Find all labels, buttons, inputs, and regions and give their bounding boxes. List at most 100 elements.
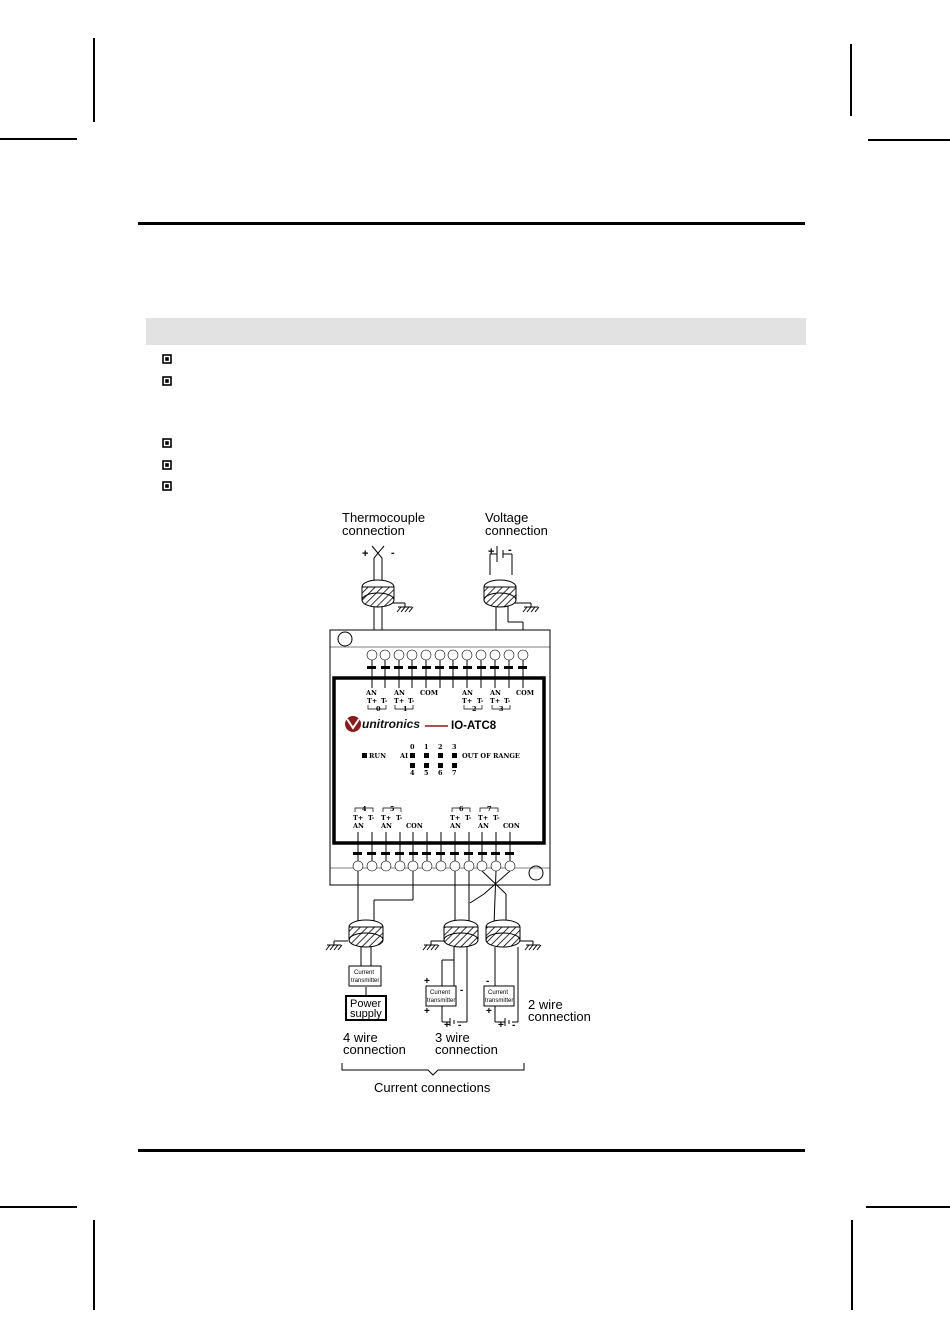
top-term-tminus-0: T- — [381, 697, 388, 705]
current-wiring — [325, 870, 542, 1076]
ai-label: AI — [399, 752, 408, 760]
module-front-panel — [332, 676, 546, 845]
mounting-hole-icon — [337, 631, 353, 647]
crop-mark — [851, 1220, 853, 1310]
run-led-icon — [362, 753, 367, 758]
bottom-term-an-7: AN — [477, 822, 489, 830]
crop-mark — [868, 139, 950, 141]
thermocouple-label-line1: Thermocouple — [342, 510, 425, 525]
power-supply-line1: Power — [350, 998, 382, 1010]
bottom-channel-brackets — [354, 807, 499, 812]
current-connections-label: Current connections — [374, 1080, 491, 1095]
bottom-terminal-row — [352, 860, 516, 872]
four-wire-label-line1: 4 wire — [343, 1030, 378, 1045]
unitronics-logo-icon — [345, 716, 361, 732]
top-term-an-2: AN — [461, 689, 473, 697]
bottom-term-channel-4: 4 — [362, 805, 367, 813]
thermocouple-label-line2: connection — [342, 523, 405, 538]
top-term-tplus-2: T+ — [462, 697, 472, 705]
svg-text:+: + — [424, 976, 430, 987]
shield-ferrite-4wire-bottom — [348, 932, 384, 948]
bottom-term-tminus-4: T- — [368, 814, 375, 822]
shield-ferrite-3wire-bottom — [443, 932, 479, 948]
model-name: IO-ATC8 — [451, 720, 497, 732]
shield-ferrite-2wire-bottom — [485, 932, 521, 948]
crop-mark — [93, 1220, 95, 1310]
mounting-hole-icon — [528, 865, 544, 881]
led-number-7: 7 — [452, 769, 457, 777]
svg-text:+: + — [362, 548, 368, 560]
svg-text:-: - — [512, 1020, 515, 1031]
channel-leds — [410, 753, 457, 768]
two-wire-label-line1: 2 wire — [528, 997, 563, 1012]
transmitter-3wire-line1: Current — [430, 990, 450, 996]
bottom-term-tminus-5: T- — [396, 814, 403, 822]
bottom-term-channel-7: 7 — [487, 805, 492, 813]
top-term-tminus-3: T- — [504, 697, 511, 705]
run-label: RUN — [369, 752, 386, 760]
svg-text:-: - — [458, 1020, 461, 1031]
top-pin-stems — [371, 669, 524, 688]
top-term-an-0: AN — [365, 689, 377, 697]
four-wire-label-line2: connection — [343, 1042, 406, 1057]
transmitter-4wire-line2: transmitter — [351, 978, 379, 984]
current-transmitter-4wire — [348, 965, 382, 987]
three-wire-label-line2: connection — [435, 1042, 498, 1057]
svg-text:+: + — [424, 1006, 430, 1017]
brand-name: unitronics — [362, 717, 420, 731]
top-term-com-a: COM — [420, 689, 438, 697]
shield-ferrite-voltage-bottom — [483, 592, 517, 608]
top-term-tplus-3: T+ — [490, 697, 500, 705]
section-heading-band — [146, 318, 806, 345]
bottom-term-an-6: AN — [449, 822, 461, 830]
top-terminal-pins — [367, 666, 527, 669]
three-wire-label-line1: 3 wire — [435, 1030, 470, 1045]
bottom-term-an-4: AN — [352, 822, 364, 830]
crop-mark — [0, 1206, 77, 1208]
bottom-term-an-5: AN — [380, 822, 392, 830]
bottom-term-tminus-6: T- — [465, 814, 472, 822]
two-wire-label-line2: connection — [528, 1009, 591, 1024]
top-term-tminus-1: T- — [408, 697, 415, 705]
crop-mark — [0, 138, 77, 140]
bottom-term-tminus-7: T- — [493, 814, 500, 822]
crop-mark — [93, 38, 95, 122]
power-supply-box — [345, 995, 387, 1021]
top-term-tplus-1: T+ — [394, 697, 404, 705]
out-of-range-label: OUT OF RANGE — [462, 752, 520, 760]
shield-ferrite-thermocouple-bottom — [361, 592, 395, 608]
top-term-tminus-2: T- — [477, 697, 484, 705]
bullet-icon — [162, 438, 172, 448]
svg-text:-: - — [508, 544, 512, 556]
bottom-term-tplus-5: T+ — [381, 814, 391, 822]
bullet-icon — [162, 460, 172, 470]
bottom-pin-stems — [357, 832, 511, 852]
bottom-term-com-a: CON — [406, 822, 423, 830]
bottom-terminal-pins — [353, 852, 514, 855]
bottom-term-channel-6: 6 — [459, 805, 464, 813]
svg-text:+: + — [488, 546, 494, 558]
voltage-label-line2: connection — [485, 523, 548, 538]
led-number-6: 6 — [438, 769, 443, 777]
led-number-3: 3 — [452, 743, 457, 751]
led-number-2: 2 — [438, 743, 443, 751]
header-rule — [138, 222, 805, 225]
bullet-icon — [162, 376, 172, 386]
svg-text:-: - — [460, 985, 463, 996]
svg-text:+: + — [498, 1020, 504, 1031]
top-term-an-3: AN — [489, 689, 501, 697]
bottom-term-tplus-6: T+ — [450, 814, 460, 822]
svg-text:+: + — [486, 1006, 492, 1017]
transmitter-2wire-line2: transmitter — [485, 998, 513, 1004]
bullet-icon — [162, 481, 172, 491]
footer-rule — [138, 1149, 805, 1152]
top-channel-brackets — [367, 705, 511, 710]
bottom-term-channel-5: 5 — [390, 805, 395, 813]
bottom-term-tplus-7: T+ — [478, 814, 488, 822]
bottom-term-tplus-4: T+ — [353, 814, 363, 822]
top-terminal-leads — [371, 660, 524, 666]
led-number-4: 4 — [410, 769, 415, 777]
transmitter-4wire-line1: Current — [354, 970, 374, 976]
power-supply-line2: supply — [350, 1008, 382, 1020]
